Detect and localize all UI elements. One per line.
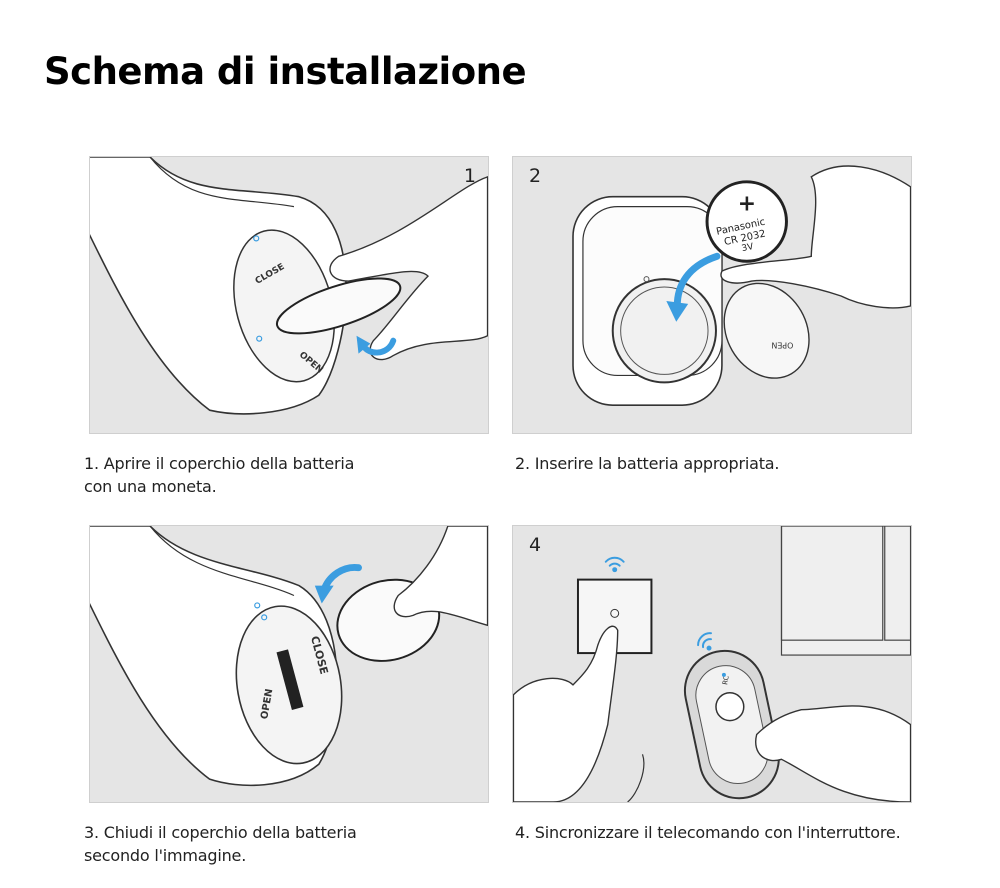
coin bbox=[275, 277, 402, 335]
caption-line: 3. Chiudi il coperchio della batteria bbox=[84, 823, 357, 842]
step-number: 4 bbox=[529, 534, 542, 556]
step-4-illustration: RC 4 bbox=[512, 525, 912, 803]
battery-polarity: + bbox=[738, 192, 756, 217]
battery-cell bbox=[705, 180, 788, 263]
caption-line: 4. Sincronizzare il telecomando con l'in… bbox=[515, 823, 901, 842]
cover-open-label: OPEN bbox=[771, 341, 793, 350]
caption-line: 2. Inserire la batteria appropriata. bbox=[515, 454, 780, 473]
remote-label: RC bbox=[721, 675, 731, 686]
remote-open-cover-drawing: CLOSE OPEN bbox=[90, 157, 488, 415]
step-1-caption: 1. Aprire il coperchio della batteria co… bbox=[84, 452, 354, 498]
holding-hand bbox=[755, 705, 911, 802]
hand bbox=[720, 165, 911, 309]
close-cover-drawing: CLOSE OPEN bbox=[90, 526, 488, 787]
pointing-hand bbox=[513, 625, 619, 802]
caption-line: secondo l'immagine. bbox=[84, 846, 247, 865]
insert-battery-drawing: + Panasonic CR 2032 3V OPEN bbox=[572, 165, 911, 406]
battery-voltage: 3V bbox=[741, 242, 755, 254]
step-3-illustration: CLOSE OPEN bbox=[89, 525, 489, 803]
wifi-icon bbox=[697, 632, 712, 651]
step-number: 2 bbox=[529, 165, 542, 187]
page-title: Schema di installazione bbox=[44, 50, 527, 93]
step-2-caption: 2. Inserire la batteria appropriata. bbox=[515, 452, 779, 475]
pair-remote-drawing: RC bbox=[513, 526, 911, 802]
battery-compartment bbox=[611, 278, 717, 384]
cover-open-label: OPEN bbox=[259, 688, 275, 720]
hand bbox=[393, 526, 488, 627]
insert-arrow-icon bbox=[673, 252, 721, 310]
step-1-illustration: CLOSE OPEN 1 bbox=[89, 156, 489, 434]
step-4-caption: 4. Sincronizzare il telecomando con l'in… bbox=[515, 821, 901, 844]
hand bbox=[329, 175, 488, 361]
caption-line: 1. Aprire il coperchio della batteria bbox=[84, 454, 355, 473]
battery-cover bbox=[723, 282, 810, 379]
caption-line: con una moneta. bbox=[84, 477, 217, 496]
step-number: 1 bbox=[463, 165, 476, 187]
step-3-caption: 3. Chiudi il coperchio della batteria se… bbox=[84, 821, 357, 867]
wifi-icon bbox=[604, 556, 625, 573]
step-2-illustration: + Panasonic CR 2032 3V OPEN 2 bbox=[512, 156, 912, 434]
remote-button bbox=[715, 692, 745, 722]
cover-slot bbox=[276, 649, 304, 710]
